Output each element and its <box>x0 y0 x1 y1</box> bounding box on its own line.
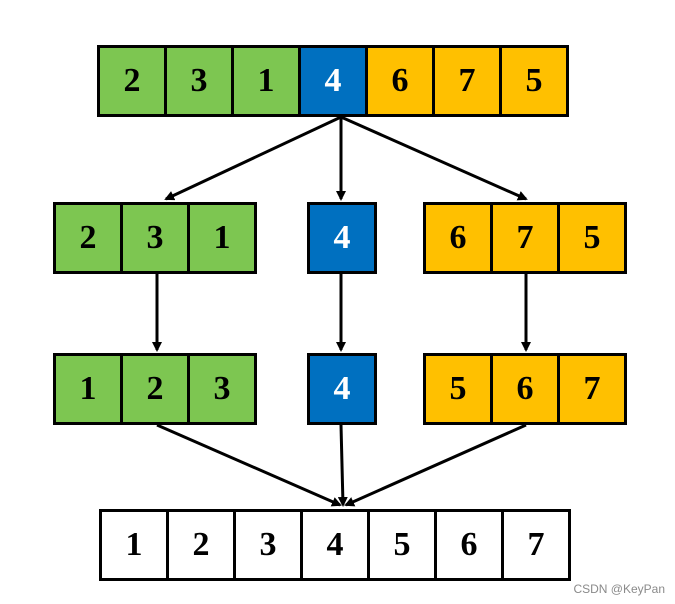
input-array: 2 3 1 4 6 7 5 <box>97 45 569 117</box>
partition-pivot: 4 <box>307 202 377 274</box>
sorted-left-cell: 1 <box>53 353 123 425</box>
input-cell: 1 <box>231 45 301 117</box>
arrow-merge-left <box>156 423 342 507</box>
output-cell: 2 <box>166 509 236 581</box>
arrow-split-left <box>164 115 342 201</box>
partition-left-cell: 2 <box>53 202 123 274</box>
output-cell: 3 <box>233 509 303 581</box>
partition-pivot-cell: 4 <box>307 202 377 274</box>
sorted-left-cell: 3 <box>187 353 257 425</box>
sorted-right: 5 6 7 <box>423 353 627 425</box>
input-cell-pivot: 4 <box>298 45 368 117</box>
partition-left-cell: 1 <box>187 202 257 274</box>
partition-right-cell: 6 <box>423 202 493 274</box>
partition-right-cell: 5 <box>557 202 627 274</box>
partition-left: 2 3 1 <box>53 202 257 274</box>
arrow-split-right <box>340 115 528 201</box>
arrow-merge-pivot <box>337 424 348 507</box>
sorted-left-cell: 2 <box>120 353 190 425</box>
sorted-pivot-cell: 4 <box>307 353 377 425</box>
output-cell: 7 <box>501 509 571 581</box>
arrow-merge-right <box>344 423 527 507</box>
input-cell: 2 <box>97 45 167 117</box>
output-cell: 5 <box>367 509 437 581</box>
input-cell: 5 <box>499 45 569 117</box>
input-cell: 7 <box>432 45 502 117</box>
sorted-right-cell: 7 <box>557 353 627 425</box>
sorted-right-cell: 6 <box>490 353 560 425</box>
output-cell: 4 <box>300 509 370 581</box>
partition-right: 6 7 5 <box>423 202 627 274</box>
output-cell: 1 <box>99 509 169 581</box>
input-cell: 6 <box>365 45 435 117</box>
sorted-right-cell: 5 <box>423 353 493 425</box>
partition-left-cell: 3 <box>120 202 190 274</box>
input-cell: 3 <box>164 45 234 117</box>
sorted-left: 1 2 3 <box>53 353 257 425</box>
output-array: 1 2 3 4 5 6 7 <box>99 509 571 581</box>
output-cell: 6 <box>434 509 504 581</box>
partition-right-cell: 7 <box>490 202 560 274</box>
watermark: CSDN @KeyPan <box>573 582 665 596</box>
sorted-pivot: 4 <box>307 353 377 425</box>
